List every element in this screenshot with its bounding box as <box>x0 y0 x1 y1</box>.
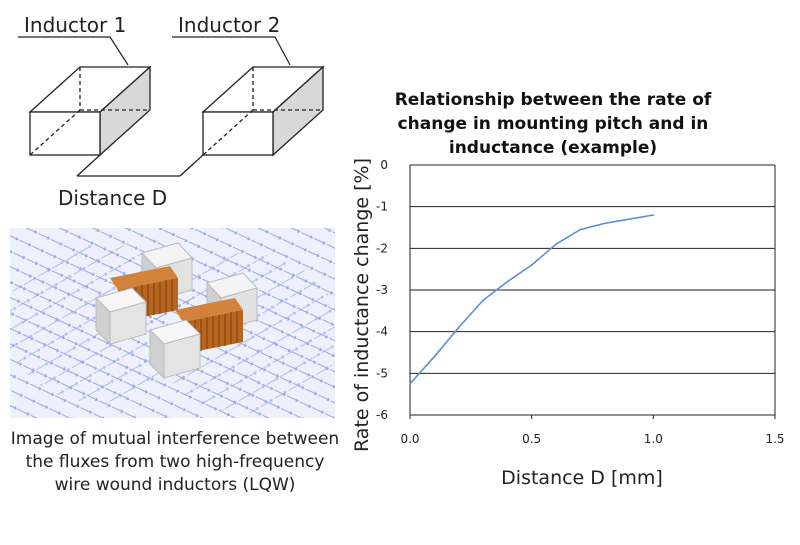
data-point <box>530 264 533 266</box>
chart-title: Relationship between the rate of change … <box>394 90 712 158</box>
distance-dimension <box>76 154 204 177</box>
x-tick-label: 0.0 <box>400 432 419 446</box>
flux-interference-image <box>10 228 335 418</box>
inductor-1-label: Inductor 1 <box>24 13 127 37</box>
y-tick-label: -5 <box>376 366 388 380</box>
data-point <box>555 243 557 245</box>
distance-label: Distance D <box>58 186 168 210</box>
inductance-chart: 0 -1 -2 -3 -4 -5 -6 0.0 0.5 1.0 1.5 Distance D [mm… <box>351 158 785 489</box>
y-tick-label: 0 <box>380 158 388 172</box>
y-tick-label: -1 <box>376 200 388 214</box>
inductor-2-box <box>201 65 325 157</box>
image-caption: Image of mutual interference between the… <box>10 429 340 495</box>
x-axis-label: Distance D [mm] <box>501 467 663 489</box>
data-point <box>409 382 411 385</box>
data-point <box>579 228 582 231</box>
y-tick-label: -2 <box>376 241 388 255</box>
x-tick-label: 0.5 <box>522 432 541 446</box>
wound-inductor-left <box>95 242 193 346</box>
y-tick-label: -4 <box>376 325 388 339</box>
inductor-1-leader <box>18 36 129 66</box>
data-point <box>652 214 655 216</box>
x-tick-label: 1.5 <box>765 432 784 446</box>
x-tick-label: 1.0 <box>644 432 663 446</box>
y-tick-label: -3 <box>376 283 388 297</box>
y-axis-label: Rate of inductance change [%] <box>351 158 373 452</box>
data-point <box>482 299 484 302</box>
inductor-diagram <box>18 36 325 177</box>
data-point <box>457 326 460 329</box>
inductor-1-box <box>28 65 152 157</box>
wound-inductor-right <box>149 272 258 380</box>
y-tick-label: -6 <box>376 408 388 422</box>
inductor-2-leader <box>172 36 291 66</box>
data-point <box>506 280 509 283</box>
series-line <box>409 214 654 385</box>
data-point <box>433 355 436 358</box>
inductor-2-label: Inductor 2 <box>178 13 281 37</box>
data-point <box>603 222 606 225</box>
data-point <box>628 218 630 220</box>
